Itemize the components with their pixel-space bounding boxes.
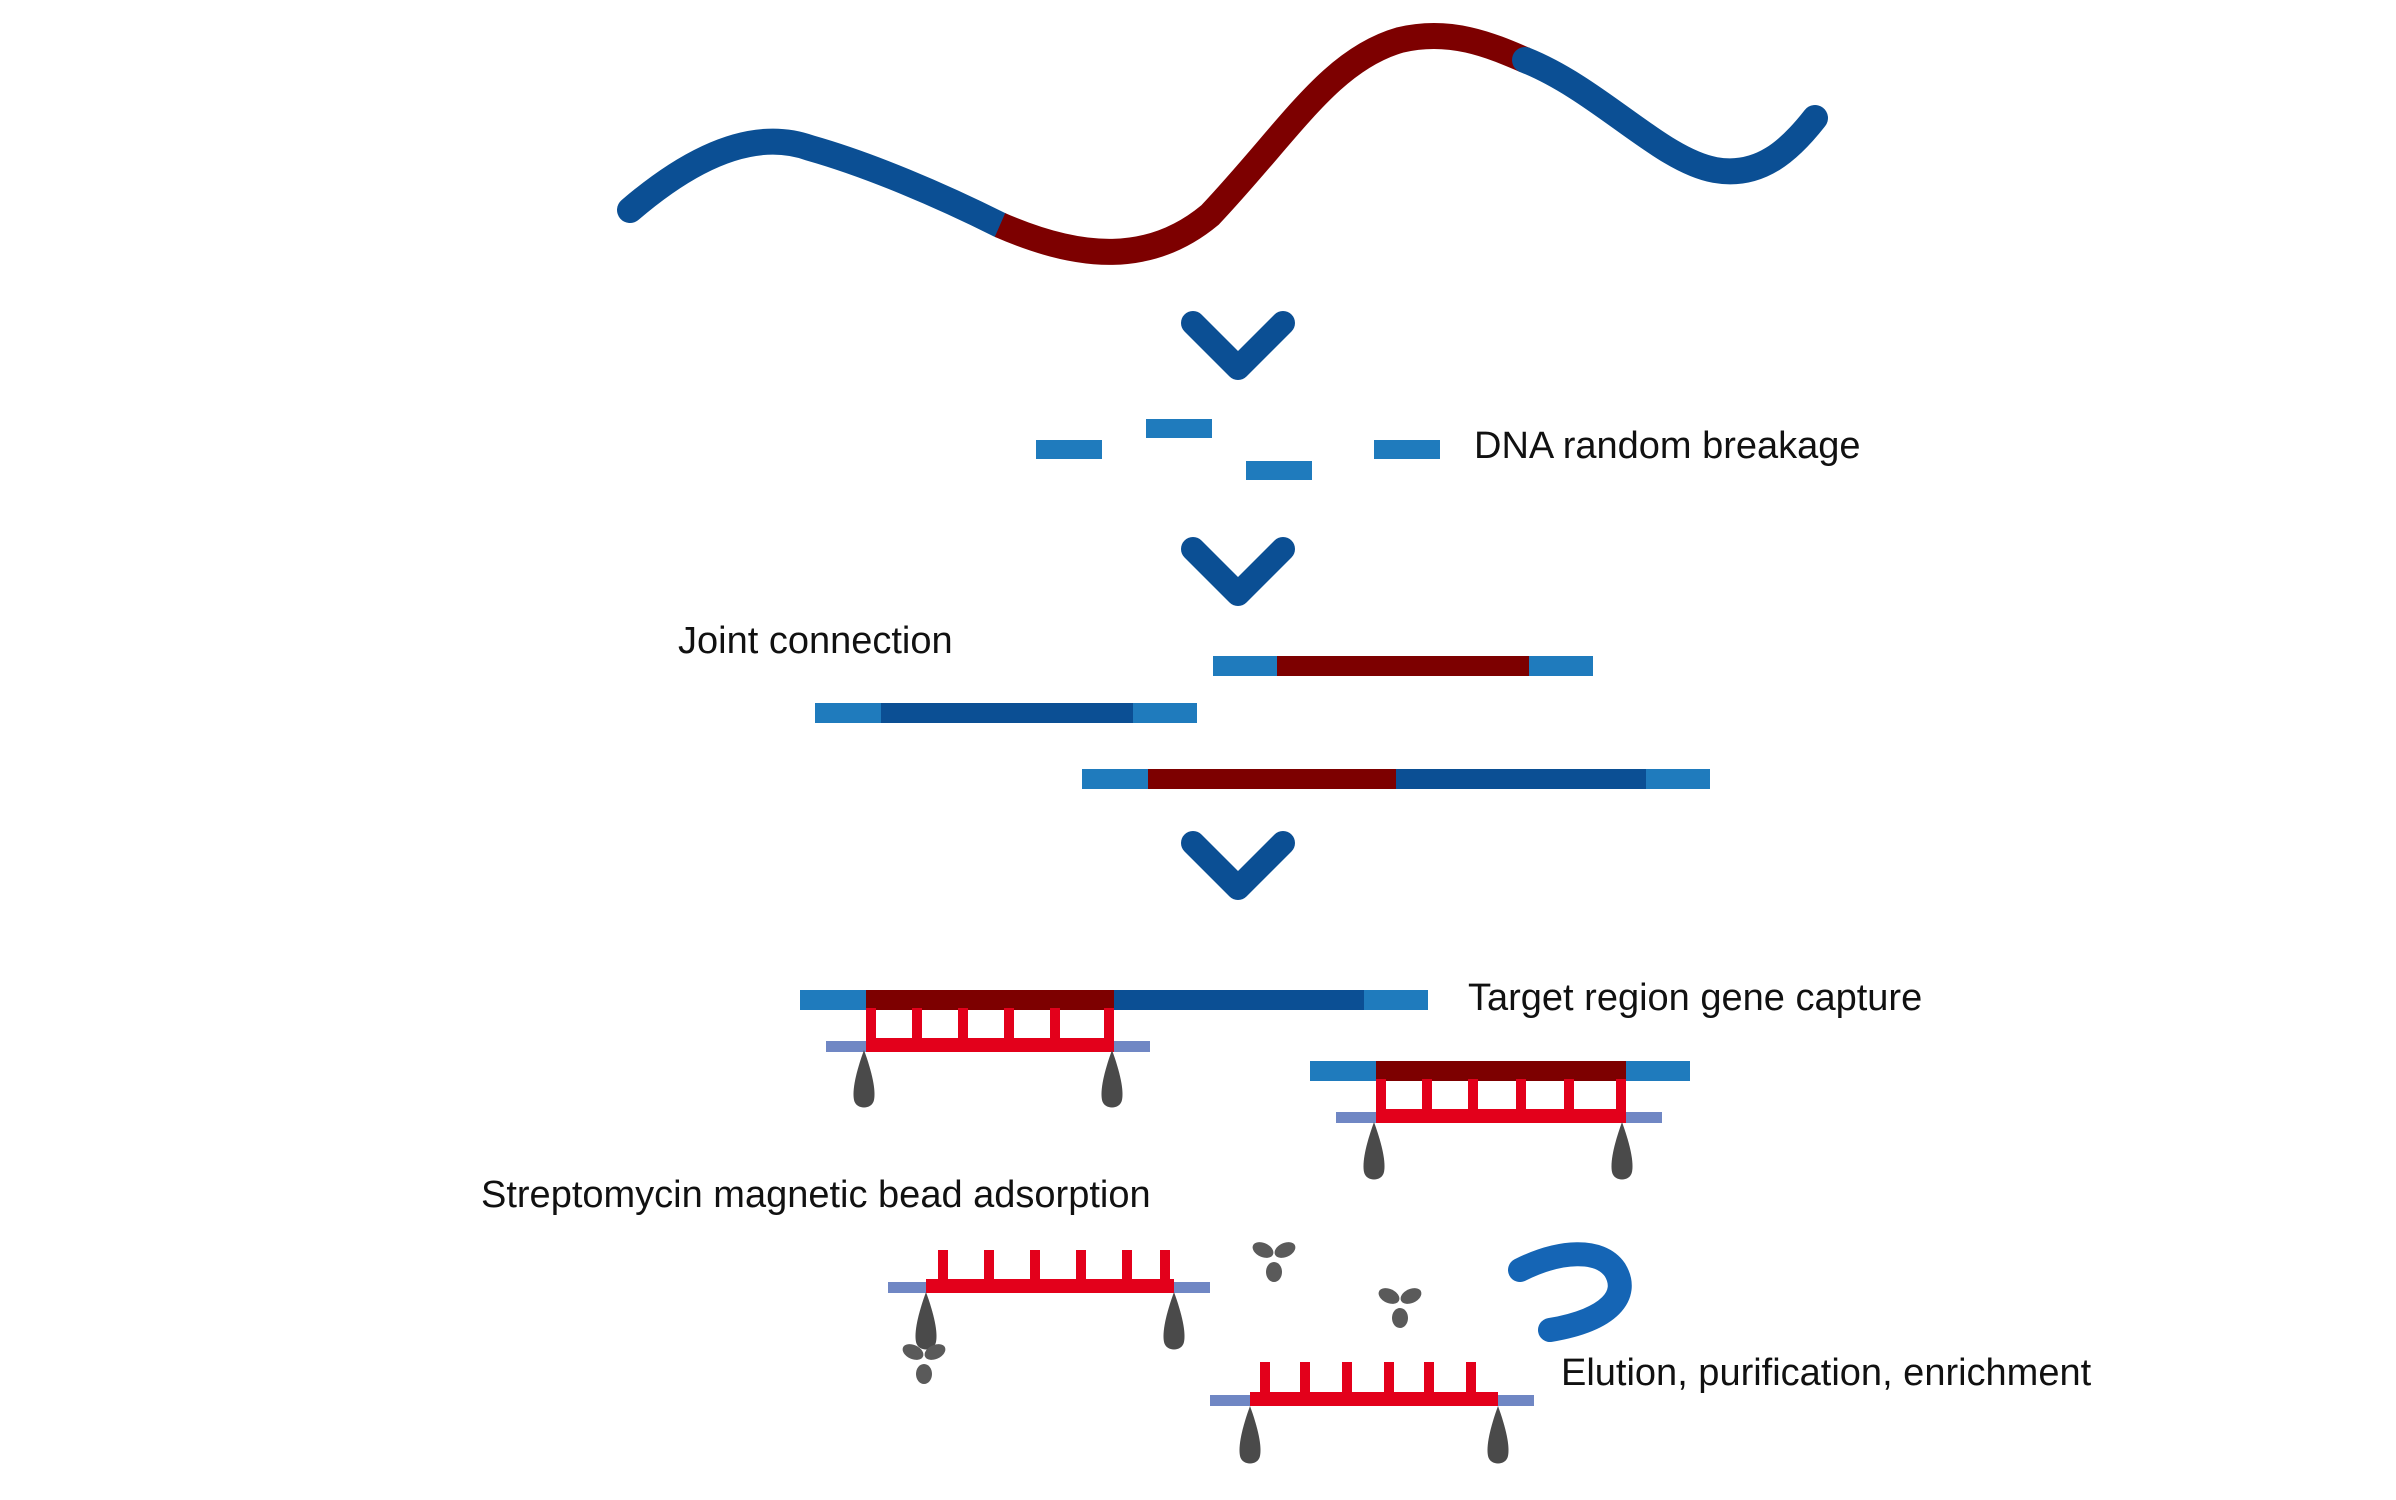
label-target-region-gene-capture: Target region gene capture bbox=[1468, 977, 1923, 1019]
dna-fragment bbox=[1036, 440, 1102, 459]
bead-bound-probe bbox=[888, 1250, 1210, 1293]
captured-fragment bbox=[1310, 1061, 1690, 1081]
magnetic-bead-icon bbox=[1363, 1122, 1385, 1180]
chevron-down-icon bbox=[1181, 311, 1295, 380]
genomic-dna-right-segment bbox=[1512, 47, 1828, 185]
chevron-down-icon bbox=[1181, 831, 1295, 900]
label-streptomycin-magnetic-bead-adsorption: Streptomycin magnetic bead adsorption bbox=[481, 1174, 1151, 1216]
dna-fragment bbox=[1146, 419, 1212, 438]
magnetic-bead-icon bbox=[915, 1292, 937, 1350]
ligated-fragment bbox=[1082, 769, 1710, 789]
dna-fragment bbox=[1374, 440, 1440, 459]
biotin-probe bbox=[826, 1008, 1150, 1052]
ligated-fragment bbox=[815, 703, 1197, 723]
captured-fragment bbox=[800, 990, 1428, 1010]
ligated-fragment bbox=[1213, 656, 1593, 676]
biotin-probe bbox=[1336, 1079, 1662, 1123]
magnetic-bead-icon bbox=[1487, 1406, 1509, 1464]
bead-bound-probe bbox=[1210, 1362, 1534, 1406]
magnetic-bead-icon bbox=[1163, 1292, 1185, 1350]
label-joint-connection: Joint connection bbox=[678, 620, 953, 662]
genomic-dna-left-segment bbox=[617, 128, 1013, 238]
magnetic-bead-icon bbox=[853, 1050, 875, 1108]
dna-fragment bbox=[1246, 461, 1312, 480]
label-elution-purification-enrichment: Elution, purification, enrichment bbox=[1561, 1352, 2092, 1394]
streptavidin-icon bbox=[1376, 1285, 1424, 1328]
magnetic-bead-icon bbox=[1611, 1122, 1633, 1180]
genomic-dna-strand bbox=[617, 22, 1828, 265]
magnetic-bead-icon bbox=[1239, 1406, 1261, 1464]
dna-fragments bbox=[1036, 419, 1440, 480]
genomic-dna-target-segment bbox=[994, 22, 1531, 265]
streptavidin-icon bbox=[1250, 1239, 1298, 1282]
chevron-down-icon bbox=[1181, 537, 1295, 606]
eluted-dna-icon bbox=[1508, 1242, 1632, 1342]
magnetic-bead-icon bbox=[1101, 1050, 1123, 1108]
label-dna-random-breakage: DNA random breakage bbox=[1474, 425, 1861, 467]
